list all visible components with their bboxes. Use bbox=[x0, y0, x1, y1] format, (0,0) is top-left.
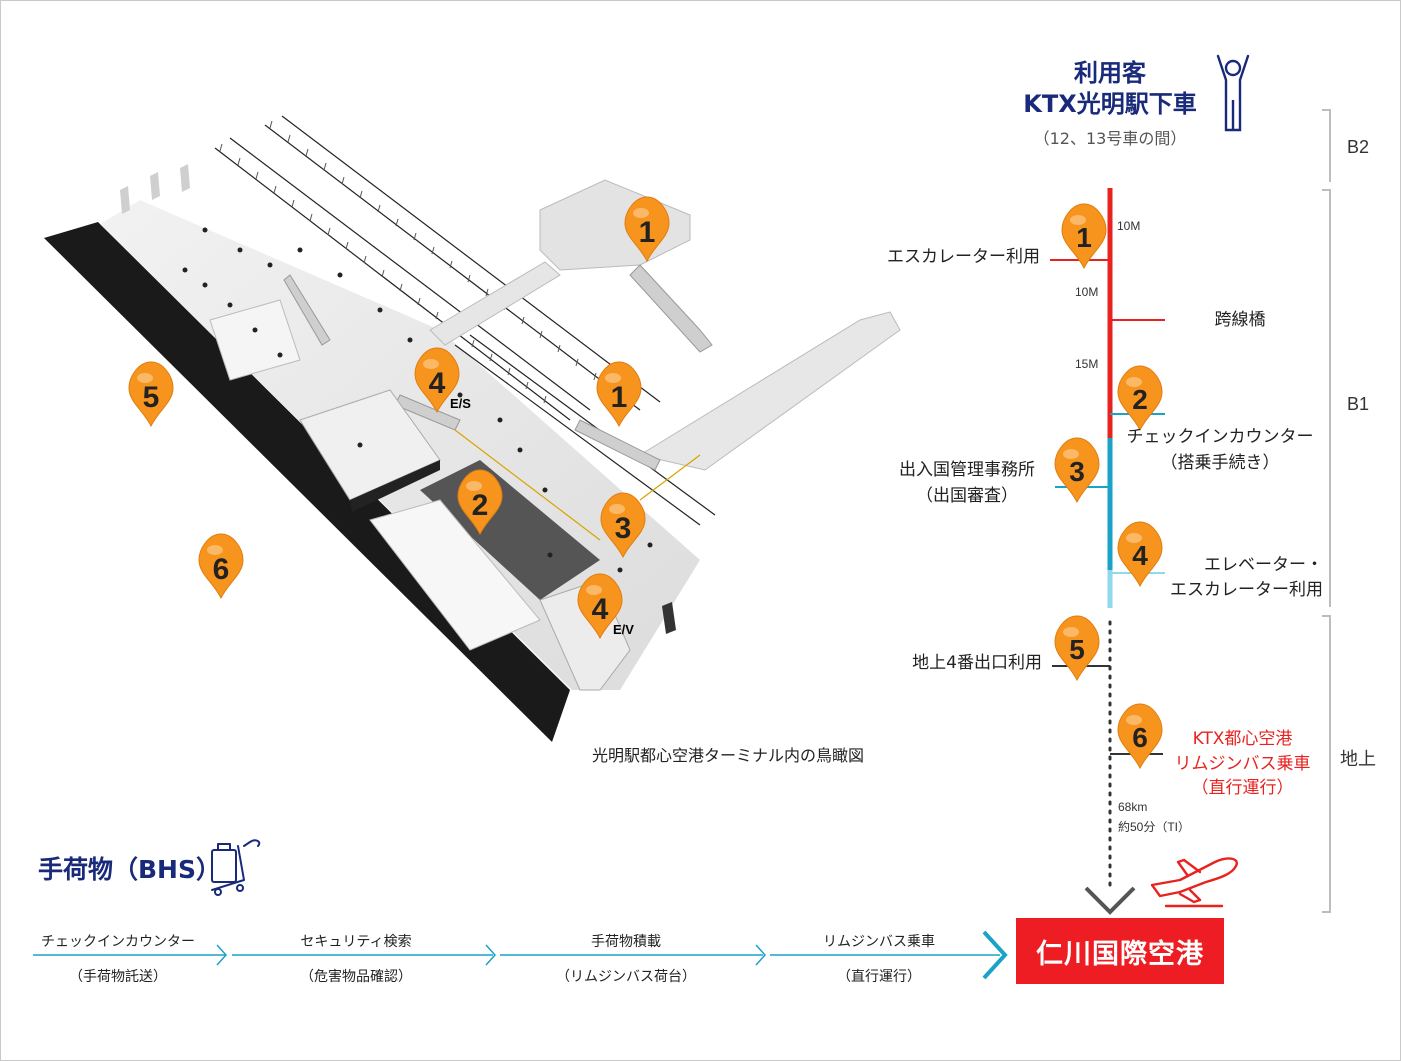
map-pin-3: 3 bbox=[600, 492, 646, 558]
bhs-step2-bottom: （危害物品確認） bbox=[300, 969, 412, 985]
step6-label: KTX都心空港 リムジンバス乗車 （直行運行） bbox=[1160, 727, 1325, 801]
room-block-c bbox=[369, 499, 541, 651]
airplane-icon bbox=[1150, 857, 1238, 908]
kiosk-1 bbox=[120, 186, 130, 214]
route-pin-2: 2 bbox=[1117, 365, 1163, 431]
header-line1: 利用客 bbox=[1074, 59, 1146, 87]
kiosk-2 bbox=[150, 172, 160, 200]
destination-box: 仁川国際空港 bbox=[1016, 918, 1224, 984]
travel-time: 約50分（TI） bbox=[1118, 820, 1191, 834]
map-pin-2: 2 bbox=[457, 469, 503, 535]
rail-sleepers bbox=[219, 120, 615, 404]
level-b1: B1 bbox=[1347, 394, 1370, 414]
bhs-step3-top: 手荷物積載 bbox=[591, 934, 661, 950]
svg-text:6: 6 bbox=[1132, 722, 1148, 753]
bhs-step3-bottom: （リムジンバス荷台） bbox=[556, 969, 696, 985]
step3-label: 出入国管理事務所 （出国審査） bbox=[878, 458, 1056, 509]
header-title-block: 利用客 KTX光明駅下車 bbox=[1020, 58, 1200, 120]
route-pin-1: 1 bbox=[1061, 203, 1107, 269]
route-arrow-down bbox=[1084, 886, 1136, 915]
svg-text:1: 1 bbox=[639, 216, 656, 249]
header-line3: （12、13号車の間） bbox=[1033, 129, 1187, 148]
step2-line2: （搭乗手続き） bbox=[1160, 452, 1280, 473]
level-bracket bbox=[1322, 109, 1331, 913]
svg-text:1: 1 bbox=[611, 381, 628, 414]
guide-line-yellow-2 bbox=[639, 454, 701, 501]
es-label: E/S bbox=[450, 396, 471, 411]
svg-text:5: 5 bbox=[1069, 634, 1085, 665]
luggage-cart-icon bbox=[211, 839, 261, 896]
map-pin-5: 5 bbox=[128, 361, 174, 427]
map-caption: 光明駅都心空港ターミナル内の鳥瞰図 bbox=[592, 746, 865, 765]
step6-line3: （直行運行） bbox=[1191, 778, 1294, 799]
svg-text:6: 6 bbox=[213, 553, 230, 586]
step4-line1: エレベーター・ bbox=[1204, 555, 1323, 575]
map-pin-1b: 1 bbox=[596, 361, 642, 427]
step3-line1: 出入国管理事務所 bbox=[899, 460, 1035, 480]
svg-text:4: 4 bbox=[1132, 540, 1148, 571]
bhs-step4-top: リムジンバス乗車 bbox=[823, 934, 935, 950]
map-pin-6: 6 bbox=[198, 533, 244, 599]
svg-text:3: 3 bbox=[615, 512, 632, 545]
terminal-outer-wall bbox=[44, 222, 570, 742]
svg-text:1: 1 bbox=[1076, 222, 1092, 253]
map-pin-4a: 4 bbox=[414, 347, 460, 413]
room-block-a-wall bbox=[350, 460, 440, 512]
map-pin-1a: 1 bbox=[624, 196, 670, 262]
distance-2: 10M bbox=[1075, 285, 1099, 299]
travel-distance: 68km bbox=[1118, 800, 1148, 814]
bhs-step2-top: セキュリティ検索 bbox=[300, 934, 412, 950]
escalator-upper bbox=[629, 264, 713, 353]
svg-text:4: 4 bbox=[429, 367, 446, 400]
room-block-b bbox=[209, 299, 301, 381]
guide-line-yellow bbox=[454, 429, 601, 541]
bhs-title: 手荷物（BHS） bbox=[38, 855, 221, 884]
step3-line2: （出国審査） bbox=[916, 485, 1018, 506]
svg-text:2: 2 bbox=[472, 489, 489, 522]
bridge-walkway bbox=[429, 261, 561, 346]
header-line2: KTX光明駅下車 bbox=[1023, 90, 1197, 119]
step6-line2: リムジンバス乗車 bbox=[1174, 753, 1311, 774]
step5-label: 地上4番出口利用 bbox=[912, 653, 1042, 673]
escalator-mid bbox=[574, 419, 661, 471]
step2-label: チェックインカウンター （搭乗手続き） bbox=[1115, 425, 1325, 476]
person-arms-up-icon bbox=[1216, 54, 1250, 132]
bridge-label: 跨線橋 bbox=[1214, 310, 1266, 330]
kiosk-3 bbox=[180, 164, 190, 192]
exit-sign-post bbox=[662, 602, 676, 634]
step4-label: エレベーター・ エスカレーター利用 bbox=[1135, 553, 1323, 602]
svg-text:4: 4 bbox=[592, 593, 609, 626]
step4-line2: エスカレーター利用 bbox=[1170, 579, 1323, 600]
bhs-step1-top: チェックインカウンター bbox=[41, 934, 195, 950]
bhs-final-arrow bbox=[982, 930, 1008, 980]
concourse-east bbox=[638, 311, 901, 471]
svg-text:2: 2 bbox=[1132, 384, 1148, 415]
bhs-step4-bottom: （直行運行） bbox=[837, 969, 921, 985]
map-pin-4b: 4 bbox=[577, 573, 623, 639]
escalator-north bbox=[283, 274, 331, 346]
ev-label: E/V bbox=[613, 622, 634, 637]
step2-line1: チェックインカウンター bbox=[1126, 427, 1314, 447]
svg-text:5: 5 bbox=[143, 381, 160, 414]
step1-label: エスカレーター利用 bbox=[887, 247, 1040, 267]
svg-text:3: 3 bbox=[1069, 456, 1085, 487]
bhs-step1-bottom: （手荷物託送） bbox=[69, 969, 167, 985]
level-b2: B2 bbox=[1347, 137, 1370, 157]
route-pin-5: 5 bbox=[1054, 615, 1100, 681]
route-pin-4: 4 bbox=[1117, 521, 1163, 587]
step6-line1: KTX都心空港 bbox=[1192, 729, 1293, 749]
route-pin-3: 3 bbox=[1054, 437, 1100, 503]
level-ground: 地上 bbox=[1340, 749, 1376, 769]
pillars bbox=[182, 227, 653, 573]
distance-3: 15M bbox=[1075, 357, 1099, 371]
distance-1: 10M bbox=[1117, 219, 1141, 233]
bhs-flow-lines bbox=[33, 944, 1000, 966]
route-pin-6: 6 bbox=[1117, 703, 1163, 769]
